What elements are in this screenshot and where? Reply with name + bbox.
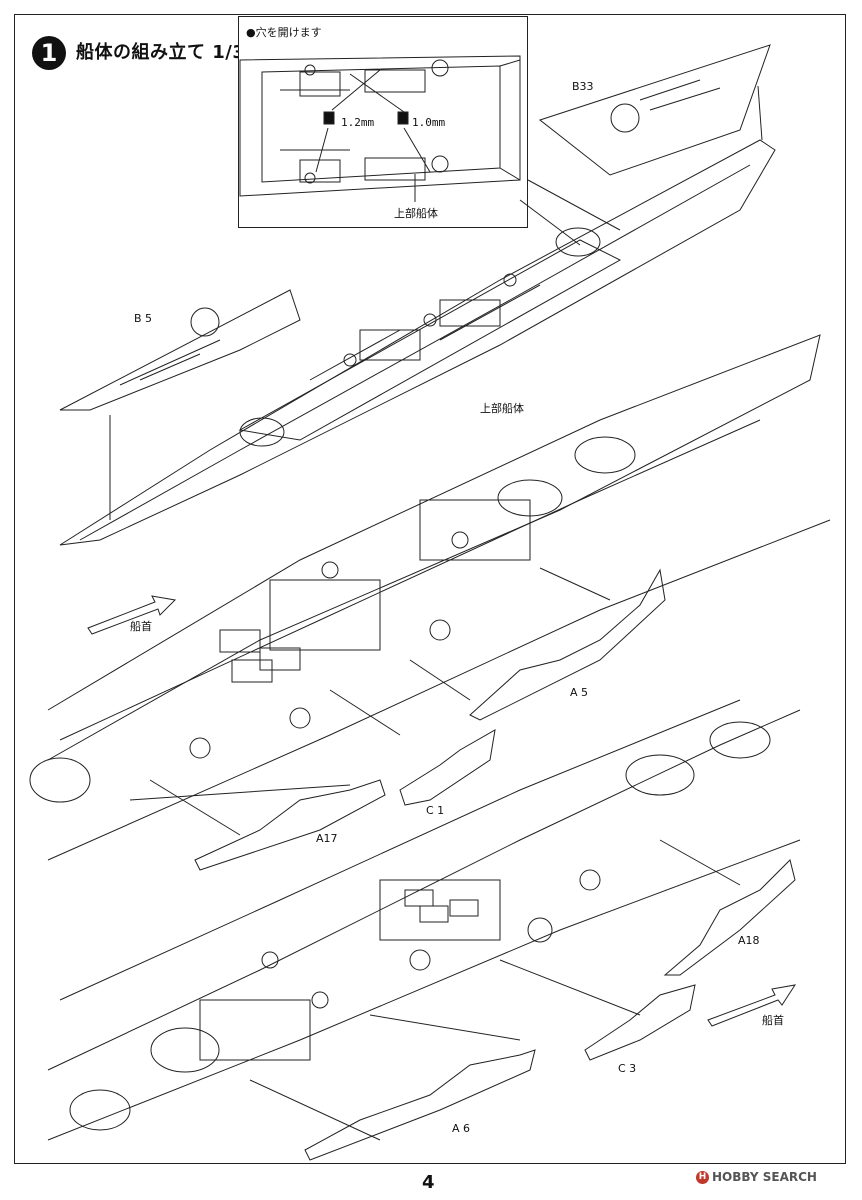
drill-icon [323, 111, 409, 125]
part-c1 [399, 729, 496, 806]
label-b5: B 5 [134, 312, 153, 325]
part-a17 [194, 779, 386, 871]
label-a6: A 6 [452, 1122, 471, 1135]
page-border [14, 14, 846, 1164]
upper-hull-1 [59, 139, 776, 546]
label-a5: A 5 [570, 686, 589, 699]
drill-size-a: 1.2mm [341, 116, 375, 129]
upper-hull-3 [47, 699, 801, 1141]
label-a18: A18 [738, 934, 760, 947]
bow-arrow-right [707, 984, 797, 1027]
drill-detail-inset [238, 16, 528, 228]
part-c3 [584, 984, 696, 1061]
label-c1: C 1 [426, 804, 445, 817]
label-c3: C 3 [618, 1062, 637, 1075]
label-b33: B33 [572, 80, 594, 93]
inset-deck-drawing [239, 55, 521, 202]
part-b33 [538, 44, 771, 176]
part-b5 [59, 289, 301, 411]
label-a17: A17 [316, 832, 338, 845]
label-upper-hull: 上部船体 [480, 402, 524, 415]
watermark-text: HOBBY SEARCH [712, 1170, 817, 1184]
part-a6 [304, 1049, 536, 1161]
drill-size-b: 1.0mm [412, 116, 446, 129]
step-number-badge: 1 [32, 36, 66, 70]
bow-arrow-left [87, 595, 177, 635]
label-bow-right: 船首 [762, 1014, 784, 1027]
hobbysearch-logo-icon: H [696, 1171, 709, 1184]
inset-part-label: 上部船体 [394, 207, 438, 220]
drill-note: ●穴を開けます [246, 26, 322, 39]
step-title: 船体の組み立て 1/3 [76, 42, 246, 63]
part-a5 [469, 568, 666, 721]
part-a18 [663, 859, 796, 976]
label-bow-left: 船首 [130, 620, 152, 633]
page-number: 4 [422, 1172, 435, 1193]
upper-hull-2 [29, 334, 831, 861]
